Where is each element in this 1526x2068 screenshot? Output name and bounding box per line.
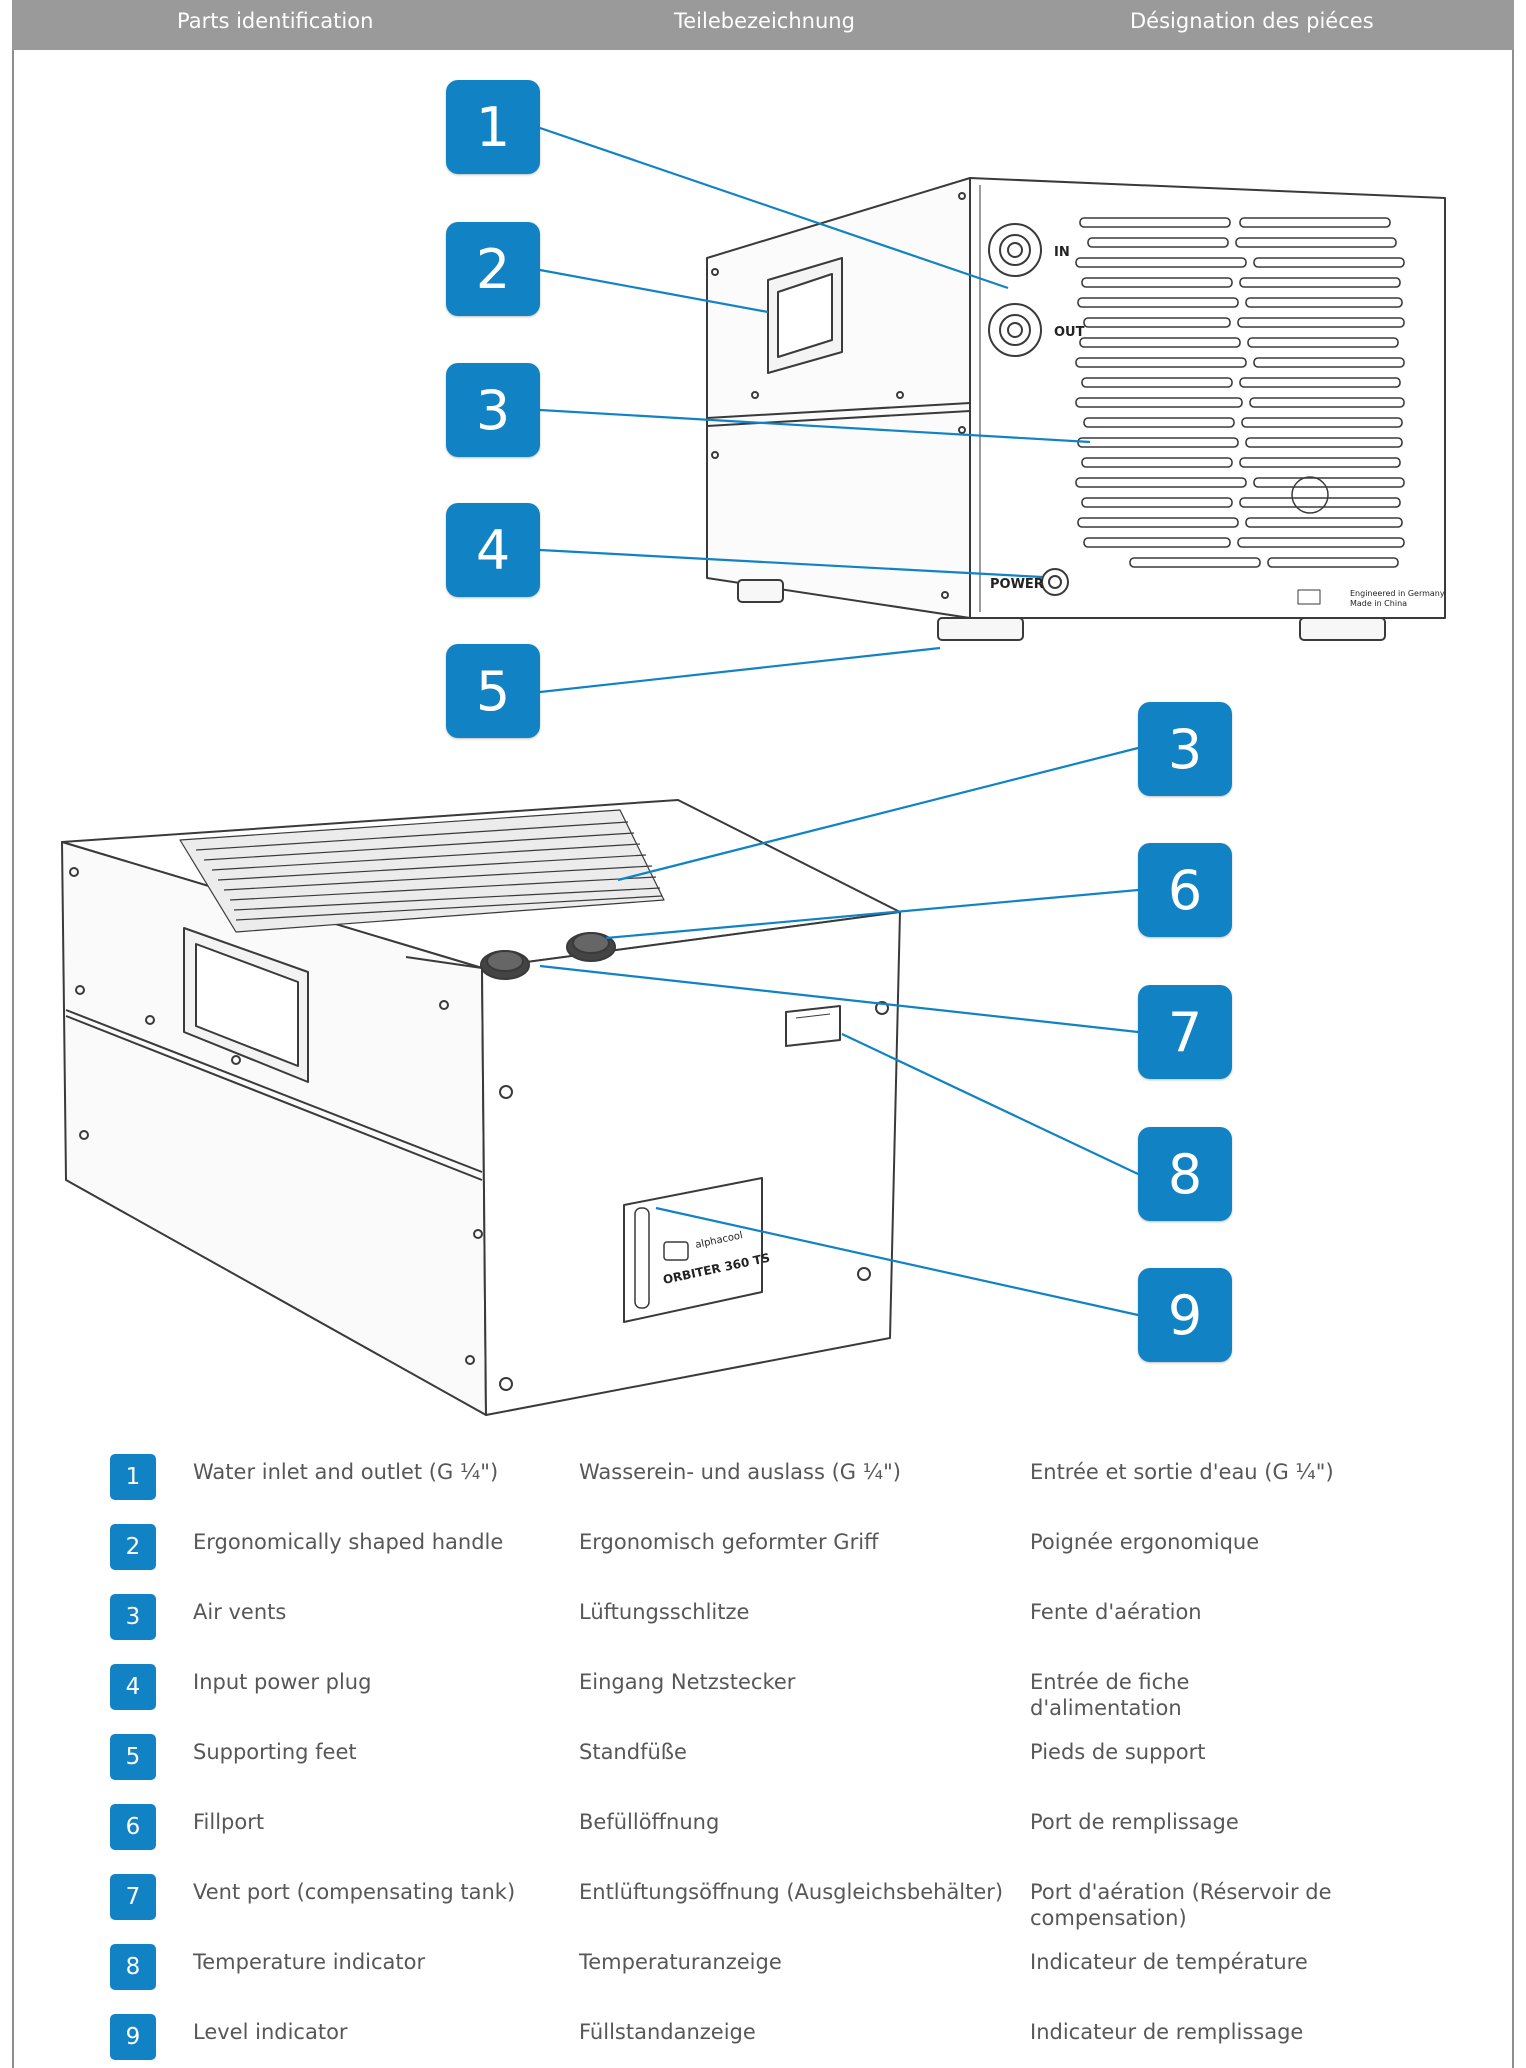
legend-fr: Port d'aération (Réservoir de compensati…	[1030, 1880, 1332, 1930]
callout-8: 8	[1138, 1127, 1232, 1221]
leader-lines	[539, 126, 1139, 1317]
legend-number-badge: 3	[110, 1594, 156, 1640]
legend-number-badge: 1	[110, 1454, 156, 1500]
perspective-view-unit: alphacool ORBITER 360 TS	[61, 799, 901, 1416]
in-label: IN	[1054, 245, 1070, 260]
legend-de: Wasserein- und auslass (G ¼")	[579, 1460, 901, 1484]
legend-fr: Poignée ergonomique	[1030, 1530, 1260, 1554]
legend-number-badge: 5	[110, 1734, 156, 1780]
legend-fr: Indicateur de remplissage	[1030, 2020, 1304, 2044]
legend-en: Water inlet and outlet (G ¼")	[193, 1460, 499, 1484]
legend-row: 1 Water inlet and outlet (G ¼") Wasserei…	[0, 1449, 1526, 1519]
legend-en: Level indicator	[193, 2020, 348, 2044]
legend-row: 9 Level indicator Füllstandanzeige Indic…	[0, 2009, 1526, 2068]
legend-de: Entlüftungsöffnung (Ausgleichsbehälter)	[579, 1880, 1004, 1904]
legend-en: Ergonomically shaped handle	[193, 1530, 504, 1554]
legend-en: Fillport	[193, 1810, 265, 1834]
legend-fr: Pieds de support	[1030, 1740, 1206, 1764]
header-title-fr: Désignation des piéces	[1130, 9, 1374, 33]
legend-de: Eingang Netzstecker	[579, 1670, 796, 1694]
legend-fr: Indicateur de température	[1030, 1950, 1308, 1974]
legend-de: Befüllöffnung	[579, 1810, 720, 1834]
legend-row: 5 Supporting feet Standfüße Pieds de sup…	[0, 1729, 1526, 1799]
legend-row: 2 Ergonomically shaped handle Ergonomisc…	[0, 1519, 1526, 1589]
callout-6: 6	[1138, 843, 1232, 937]
legend-number-badge: 9	[110, 2014, 156, 2060]
callouts: 1 2 3 4 5 3 6 7 8 9	[446, 80, 1232, 1362]
legend-en: Supporting feet	[193, 1740, 357, 1764]
legend-row: 3 Air vents Lüftungsschlitze Fente d'aér…	[0, 1589, 1526, 1659]
legend-en: Vent port (compensating tank)	[193, 1880, 516, 1904]
legend-de: Ergonomisch geformter Griff	[579, 1530, 879, 1554]
callout-1: 1	[446, 80, 540, 174]
legend-number-badge: 8	[110, 1944, 156, 1990]
side-view-unit: IN OUT POWER Engineered in Germany Made …	[706, 177, 1446, 641]
callout-3: 3	[446, 363, 540, 457]
legend-de: Lüftungsschlitze	[579, 1600, 750, 1624]
legend-row: 8 Temperature indicator Temperaturanzeig…	[0, 1939, 1526, 2009]
legend-number-badge: 2	[110, 1524, 156, 1570]
legend-number-badge: 4	[110, 1664, 156, 1710]
power-label: POWER	[990, 577, 1044, 592]
legend-en: Air vents	[193, 1600, 287, 1624]
page-frame	[12, 0, 1514, 2068]
header-title-en: Parts identification	[177, 9, 374, 33]
legend-number-badge: 7	[110, 1874, 156, 1920]
engineered-label: Engineered in Germany	[1350, 589, 1445, 598]
callout-2: 2	[446, 222, 540, 316]
legend-number-badge: 6	[110, 1804, 156, 1850]
legend-fr: Entrée de fiche d'alimentation	[1030, 1670, 1190, 1720]
legend-fr: Fente d'aération	[1030, 1600, 1202, 1624]
legend-en: Temperature indicator	[193, 1950, 426, 1974]
legend-row: 7 Vent port (compensating tank) Entlüftu…	[0, 1869, 1526, 1939]
legend-en: Input power plug	[193, 1670, 372, 1694]
callout-4: 4	[446, 503, 540, 597]
legend-row: 6 Fillport Befüllöffnung Port de remplis…	[0, 1799, 1526, 1869]
legend-fr: Port de remplissage	[1030, 1810, 1239, 1834]
header-title-de: Teilebezeichnung	[674, 9, 855, 33]
legend-row: 4 Input power plug Eingang Netzstecker E…	[0, 1659, 1526, 1729]
legend-de: Temperaturanzeige	[579, 1950, 782, 1974]
callout-7: 7	[1138, 985, 1232, 1079]
product-illustration: IN OUT POWER Engineered in Germany Made …	[61, 126, 1446, 1416]
callout-9: 9	[1138, 1268, 1232, 1362]
callout-5: 5	[446, 644, 540, 738]
made-label: Made in China	[1350, 599, 1407, 608]
header-bar: Parts identification Teilebezeichnung Dé…	[12, 0, 1514, 50]
legend-de: Standfüße	[579, 1740, 687, 1764]
callout-3-bottom: 3	[1138, 702, 1232, 796]
legend-de: Füllstandanzeige	[579, 2020, 756, 2044]
out-label: OUT	[1054, 325, 1085, 340]
legend-fr: Entrée et sortie d'eau (G ¼")	[1030, 1460, 1334, 1484]
